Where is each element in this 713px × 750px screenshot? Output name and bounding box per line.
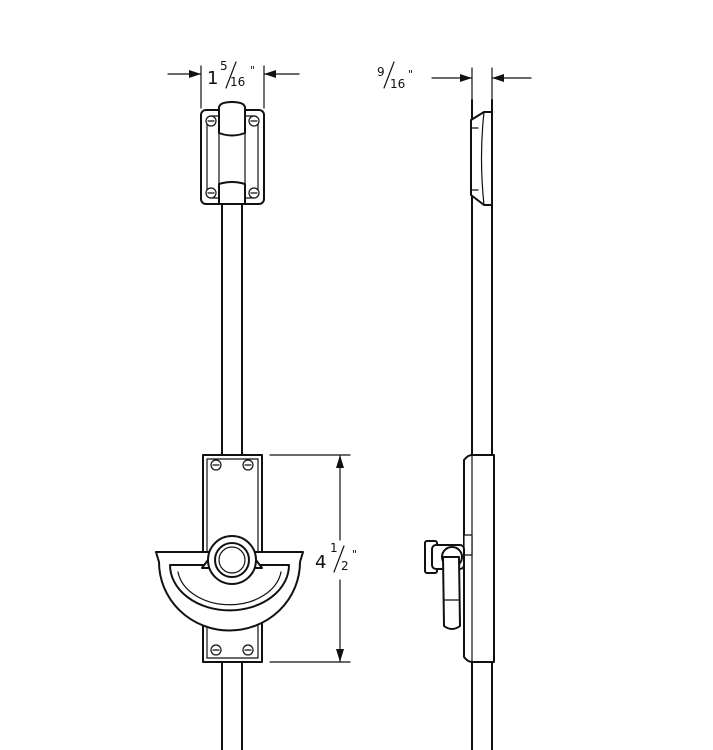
dimension-side-depth: 9 16 " xyxy=(377,61,532,101)
side-backplate xyxy=(463,454,495,663)
side-rod xyxy=(471,99,493,750)
front-view xyxy=(155,101,304,750)
side-view xyxy=(424,99,495,750)
plate-height-numerator: 1 xyxy=(330,541,338,555)
top-width-whole: 1 xyxy=(207,68,218,89)
plate-height-denominator: 2 xyxy=(341,559,349,573)
front-rod xyxy=(221,199,243,750)
top-guide-bracket xyxy=(200,101,265,205)
dimension-plate-height: 4 1 2 " xyxy=(269,454,357,663)
d-handle xyxy=(155,535,304,632)
top-width-numerator: 5 xyxy=(220,59,228,73)
top-width-denominator: 16 xyxy=(230,75,245,89)
plate-height-whole: 4 xyxy=(315,552,326,573)
plate-height-unit: " xyxy=(352,548,357,561)
top-width-unit: " xyxy=(250,64,255,77)
dimension-top-width: 1 5 16 " xyxy=(167,59,300,109)
side-handle xyxy=(424,540,465,630)
side-top-guide xyxy=(470,111,493,206)
side-depth-unit: " xyxy=(408,68,413,81)
side-depth-denominator: 16 xyxy=(390,77,405,91)
side-depth-numerator: 9 xyxy=(377,65,385,79)
